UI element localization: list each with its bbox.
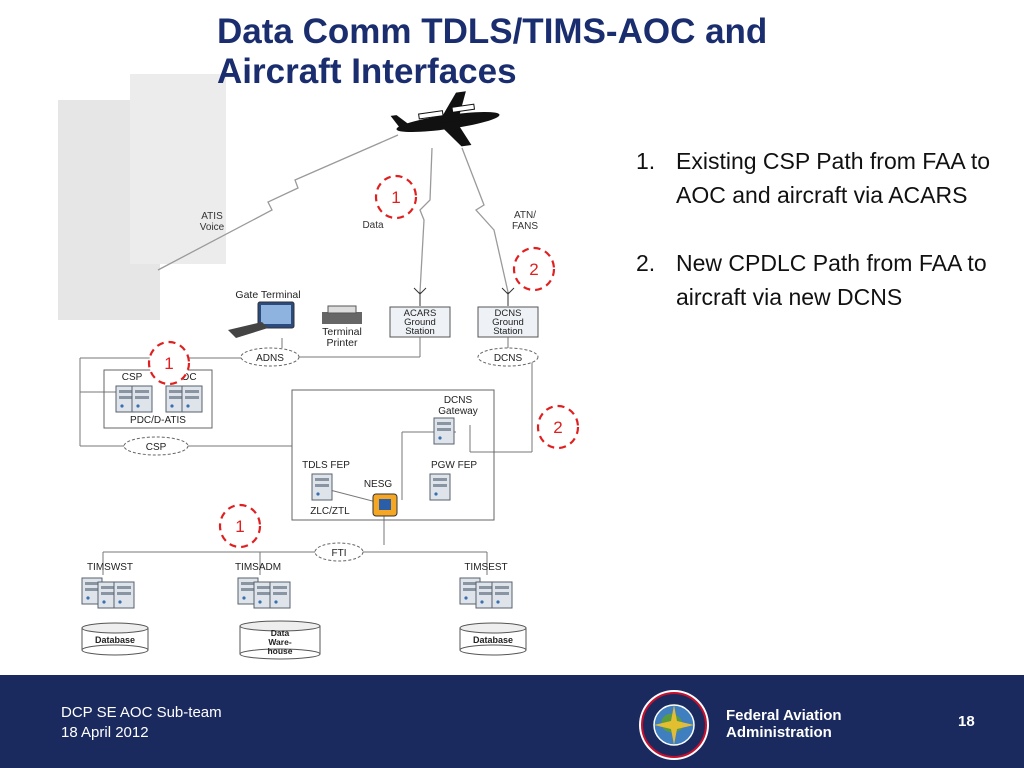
timsadm-server <box>237 577 291 609</box>
acars-ground-station <box>389 306 451 338</box>
footer-date: 18 April 2012 <box>61 724 149 741</box>
foc-label: FOC <box>175 372 196 383</box>
zlc-ztl-box <box>291 389 495 521</box>
dcns-gateway-server <box>433 417 455 445</box>
dcns-cloud: DCNS <box>477 347 539 367</box>
marker-1-data-path <box>374 174 418 220</box>
network-links <box>79 337 533 575</box>
marker-2-dcns-number: 2 <box>553 418 562 437</box>
agency-name: Federal Aviation Administration <box>726 707 842 741</box>
marker-1-csp <box>147 340 191 386</box>
data-link-label: Data <box>362 220 384 231</box>
database-right: Database <box>459 622 527 656</box>
svg-text:FTI: FTI <box>332 548 347 559</box>
marker-1-csp-number: 1 <box>164 354 173 373</box>
agency-line-2: Administration <box>726 724 832 741</box>
slide-title: Data Comm TDLS/TIMS-AOC and Aircraft Int… <box>217 12 917 92</box>
notes-list: 1. Existing CSP Path from FAA to AOC and… <box>636 144 1006 348</box>
csp-label: CSP <box>122 372 143 383</box>
timswst-server <box>81 577 135 609</box>
svg-text:CSP: CSP <box>146 442 167 453</box>
marker-1-data-path-number: 1 <box>391 188 400 207</box>
faa-seal-icon <box>639 690 709 760</box>
dcns-ground-station <box>477 306 539 338</box>
nesg-label: NESG <box>364 479 393 490</box>
note-text: New CPDLC Path from FAA to aircraft via … <box>676 250 987 310</box>
note-item: 2. New CPDLC Path from FAA to aircraft v… <box>636 246 1006 314</box>
note-text: Existing CSP Path from FAA to AOC and ai… <box>676 148 991 208</box>
pdc-atis-label: PDC/D-ATIS <box>130 415 186 426</box>
tdls-fep-label: TDLS FEP <box>302 460 350 471</box>
svg-text:DCNS: DCNS <box>494 353 523 364</box>
foc-server <box>165 385 203 413</box>
note-number: 1. <box>636 148 656 174</box>
note-item: 1. Existing CSP Path from FAA to AOC and… <box>636 144 1006 212</box>
marker-2-dcns <box>536 404 580 450</box>
background-decoration <box>130 74 226 264</box>
database-left: Database <box>81 622 149 656</box>
tdls-fep-server <box>311 473 333 501</box>
airplane-icon <box>390 91 500 147</box>
marker-2-atn-path-number: 2 <box>529 260 538 279</box>
timswst-label: TIMSWST <box>87 562 133 573</box>
atn-fans-label: ATN/FANS <box>512 210 538 232</box>
marker-2-atn-path <box>512 246 556 292</box>
pgw-fep-label: PGW FEP <box>431 460 477 471</box>
antenna-icon <box>413 287 427 306</box>
timsest-label: TIMSEST <box>464 562 507 573</box>
svg-text:Database: Database <box>473 635 513 645</box>
footer-info: DCP SE AOC Sub-team 18 April 2012 <box>61 703 222 743</box>
svg-text:Database: Database <box>95 635 135 645</box>
atn-fans-link <box>461 147 509 293</box>
data-link <box>419 147 433 293</box>
antenna-icon <box>501 287 515 306</box>
footer-bar: DCP SE AOC Sub-team 18 April 2012 Federa… <box>0 675 1024 768</box>
zlc-ztl-label: ZLC/ZTL <box>310 506 350 517</box>
marker-1-fti-number: 1 <box>235 517 244 536</box>
page-number: 18 <box>958 713 975 730</box>
note-number: 2. <box>636 250 656 276</box>
fti-cloud: FTI <box>314 542 364 562</box>
timsest-server <box>459 577 513 609</box>
footer-team: DCP SE AOC Sub-team <box>61 704 222 721</box>
gate-terminal-label: Gate Terminal <box>235 289 300 301</box>
title-line-1: Data Comm TDLS/TIMS-AOC and <box>217 12 768 51</box>
csp-cloud: CSP <box>123 436 189 456</box>
pgw-fep-server <box>429 473 451 501</box>
wireless-links <box>157 134 509 293</box>
marker-1-fti <box>218 503 262 549</box>
agency-line-1: Federal Aviation <box>726 707 842 724</box>
printer-icon <box>322 305 362 324</box>
csp-server <box>115 385 153 413</box>
lock-icon <box>372 493 398 517</box>
timsadm-label: TIMSADM <box>235 562 281 573</box>
atis-voice-link <box>157 134 399 271</box>
title-line-2: Aircraft Interfaces <box>217 52 517 91</box>
computer-icon <box>228 301 295 338</box>
adns-cloud: ADNS <box>240 347 300 367</box>
svg-text:ADNS: ADNS <box>256 353 284 364</box>
